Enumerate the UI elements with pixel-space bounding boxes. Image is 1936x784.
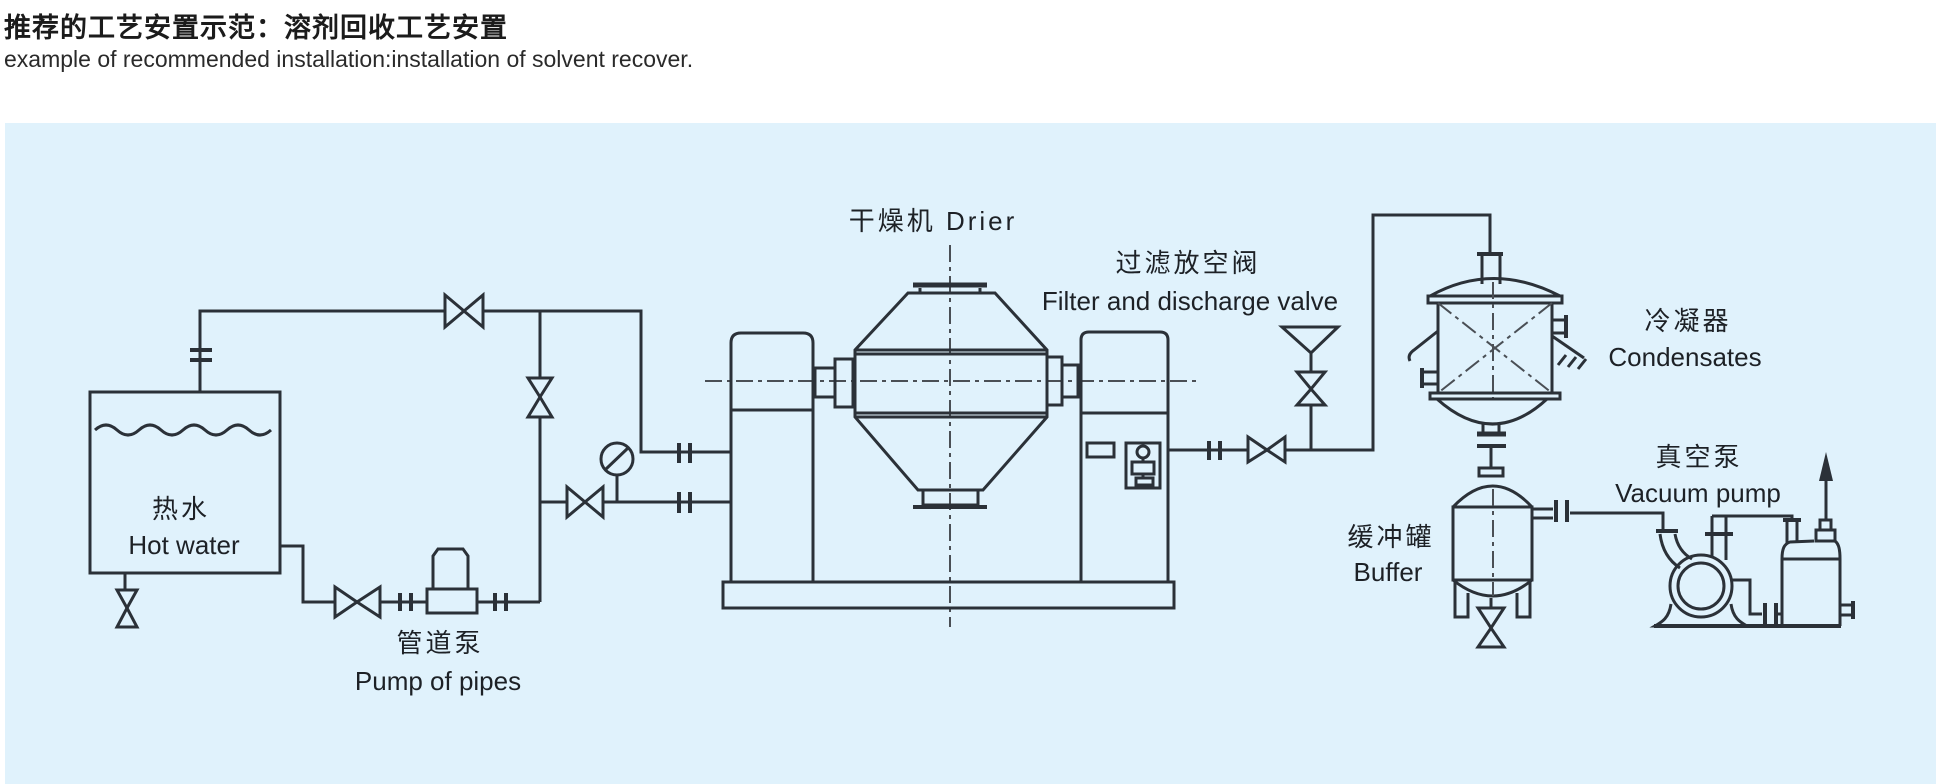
diagram-panel [5, 123, 1936, 784]
centerlines [705, 245, 1197, 627]
filter-vent-valve [1278, 325, 1342, 450]
label-pipe-pump-zh: 管道泵 [396, 628, 483, 658]
label-buffer-en: Buffer [1354, 557, 1423, 587]
condenser [1407, 252, 1588, 478]
hot-water-tank [88, 390, 282, 575]
buffer-tank [1451, 484, 1569, 649]
page-subtitle: example of recommended installation:inst… [4, 46, 694, 72]
label-condenser-en: Condensates [1608, 342, 1761, 372]
label-hot-water-zh: 热水 [152, 494, 210, 524]
exhaust-separator [1780, 452, 1855, 626]
label-vacuum-en: Vacuum pump [1615, 478, 1781, 508]
double-cone-drier [721, 282, 1176, 610]
valve-icon [1246, 434, 1287, 465]
drier-base [721, 580, 1176, 610]
label-filter-en: Filter and discharge valve [1042, 286, 1338, 316]
vent-arrow-icon [1819, 452, 1833, 481]
label-hot-water-en: Hot water [128, 530, 240, 560]
valve-icon [525, 376, 555, 419]
label-condenser-zh: 冷凝器 [1644, 306, 1731, 336]
label-vacuum-zh: 真空泵 [1655, 442, 1742, 472]
pipeline-pump [333, 547, 479, 620]
valve-icon [443, 291, 485, 331]
water-level-wave [93, 423, 273, 437]
pressure-gauge-icon [599, 441, 635, 502]
label-drier: 干燥机 Drier [849, 206, 1018, 236]
page-title: 推荐的工艺安置示范：溶剂回收工艺安置 [4, 13, 508, 43]
label-filter-zh: 过滤放空阀 [1115, 248, 1260, 278]
tank-drain-valve-icon [114, 573, 140, 629]
valve-icon [565, 483, 605, 521]
label-pipe-pump-en: Pump of pipes [355, 666, 521, 696]
pipe-network [1168, 213, 1492, 460]
label-buffer-zh: 缓冲罐 [1347, 522, 1434, 552]
pipe-network [190, 309, 731, 611]
